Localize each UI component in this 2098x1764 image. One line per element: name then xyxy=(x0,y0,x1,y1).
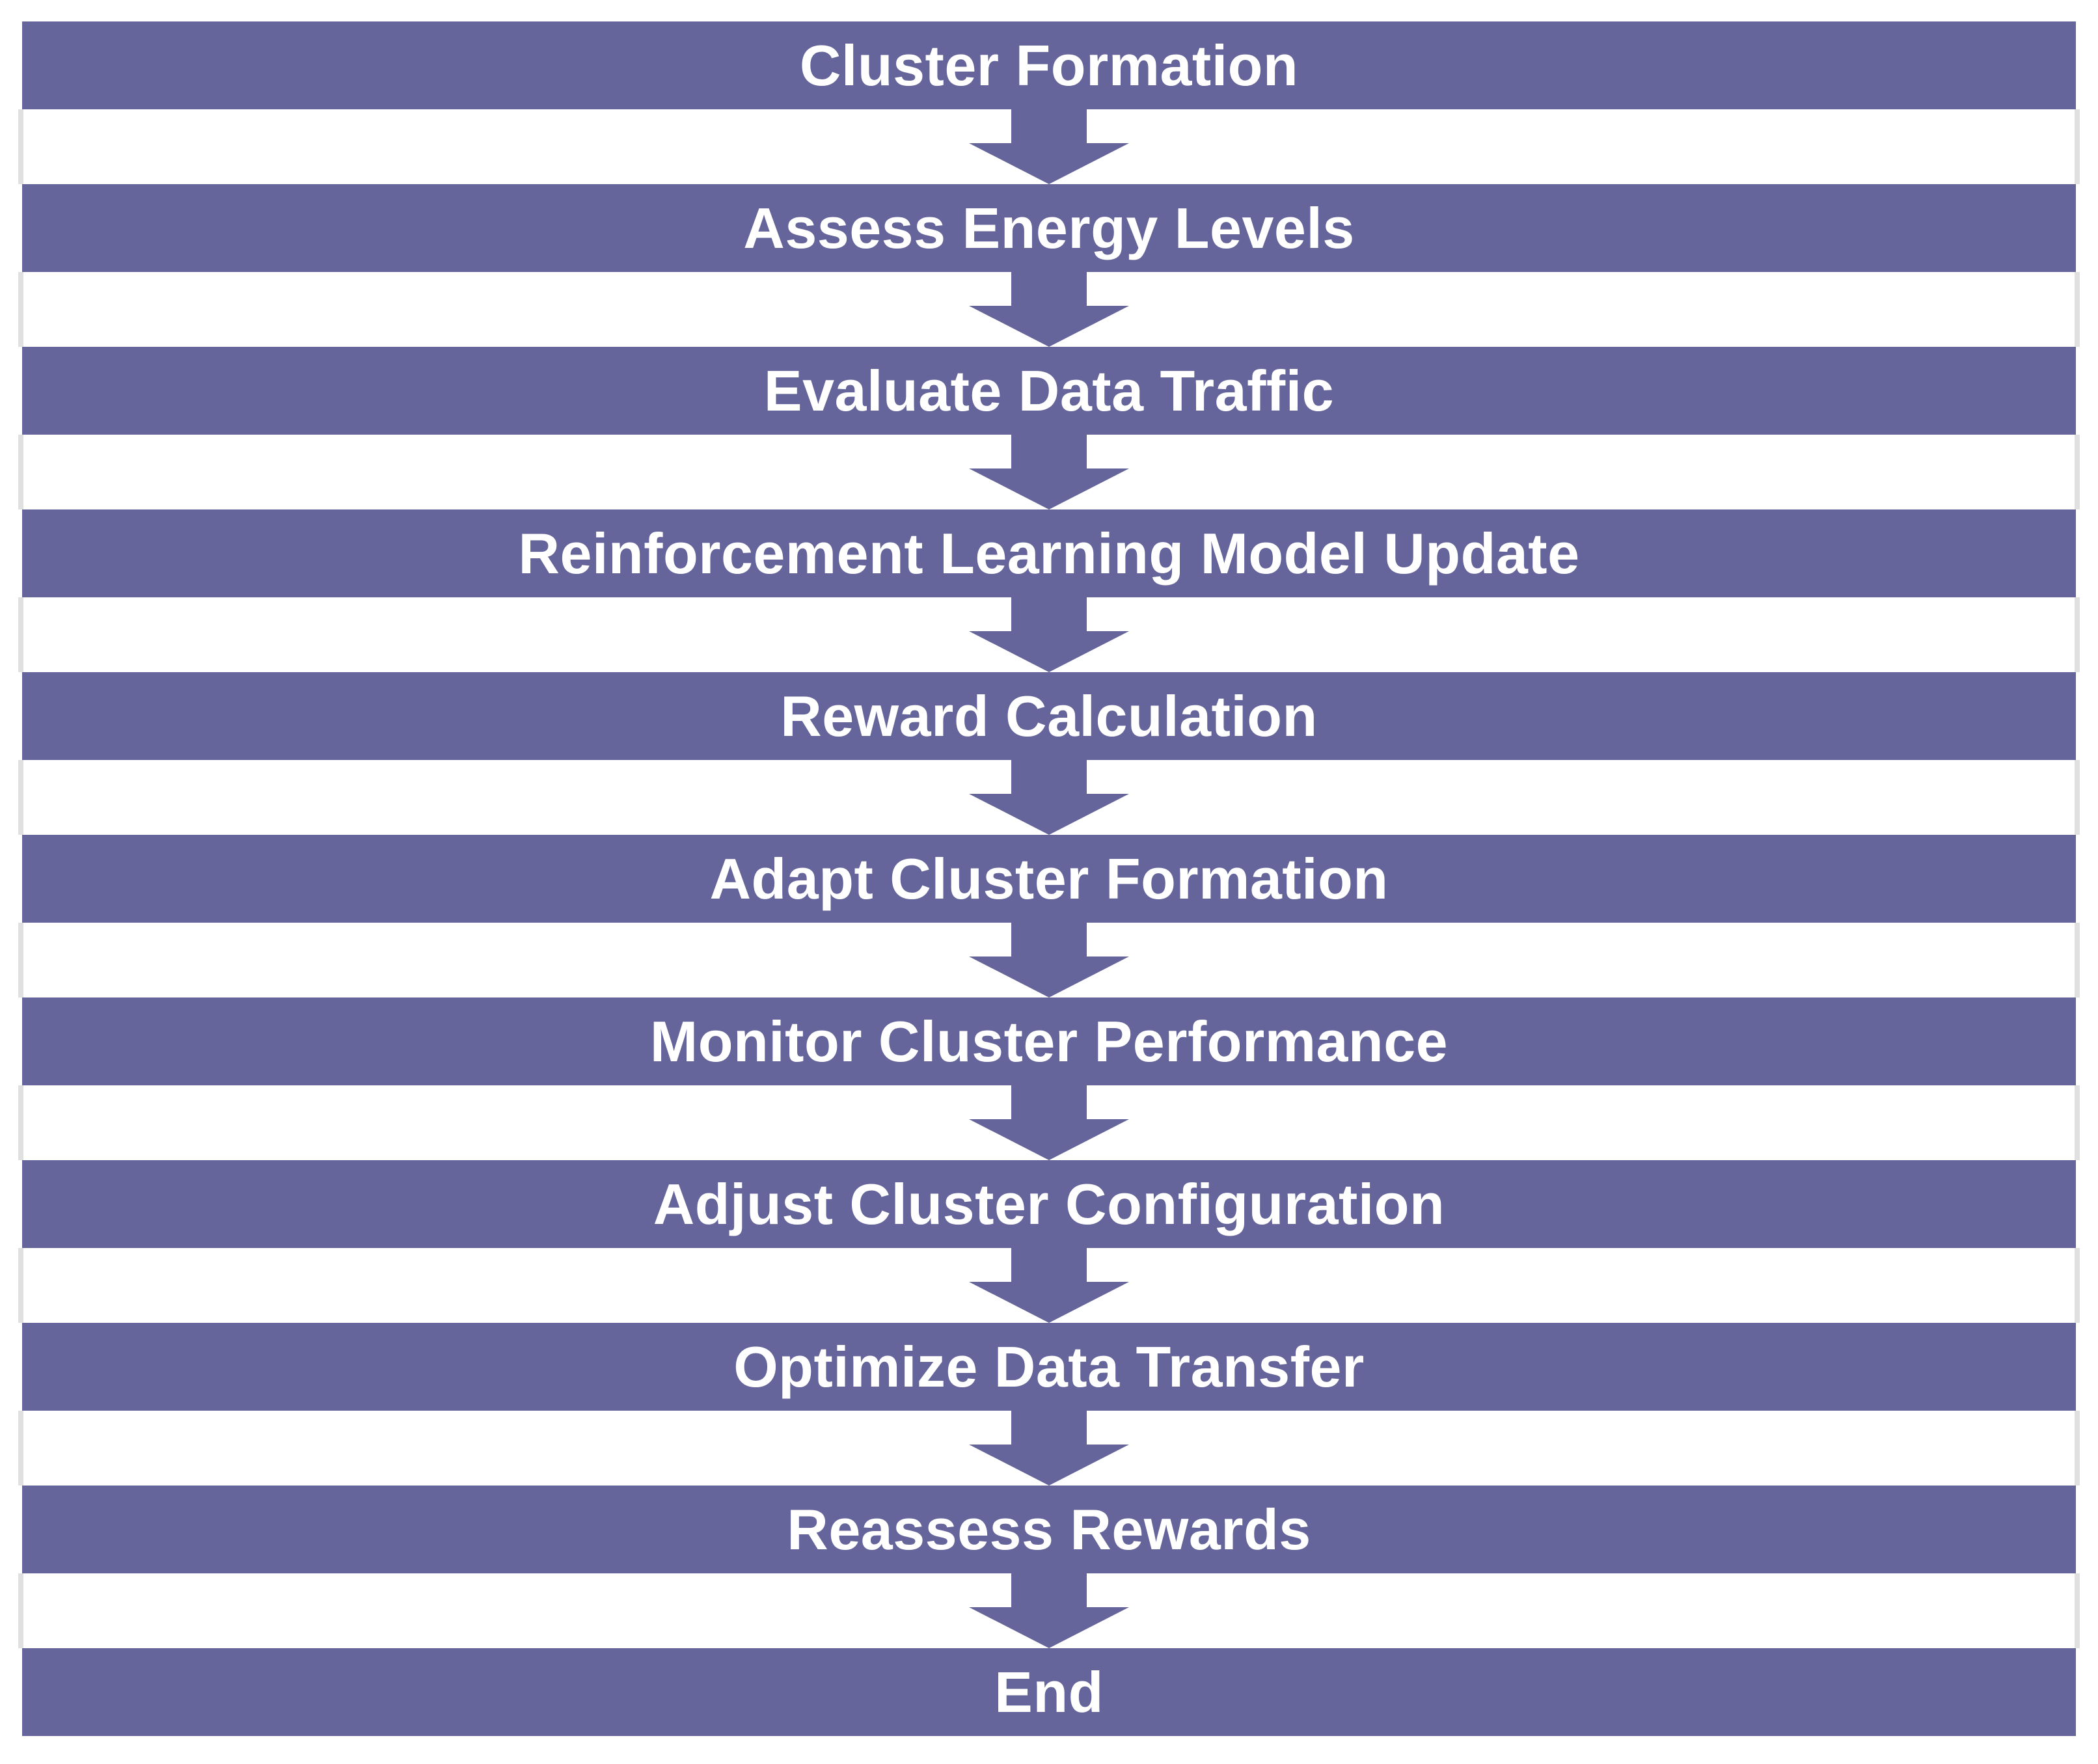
arrow-head xyxy=(969,1282,1129,1323)
panel-border-right xyxy=(2075,760,2080,835)
arrow-stem xyxy=(1011,1573,1087,1607)
arrow-stem xyxy=(1011,272,1087,306)
panel-border-right xyxy=(2075,923,2080,997)
flow-connector-row xyxy=(0,1411,2098,1486)
down-arrow-icon xyxy=(969,1411,1129,1486)
arrow-stem xyxy=(1011,597,1087,631)
down-arrow-icon xyxy=(969,597,1129,672)
arrow-head xyxy=(969,306,1129,347)
flow-node-label: Cluster Formation xyxy=(799,33,1299,98)
flow-node-label: Reassess Rewards xyxy=(787,1497,1311,1562)
panel-border-right xyxy=(2075,1573,2080,1648)
flow-node: Reassess Rewards xyxy=(22,1486,2076,1573)
arrow-stem xyxy=(1011,1248,1087,1282)
flow-node-label: Reward Calculation xyxy=(780,683,1318,748)
panel-border-right xyxy=(2075,1085,2080,1160)
flow-connector-row xyxy=(0,109,2098,184)
arrow-head xyxy=(969,957,1129,997)
flow-node-label: Monitor Cluster Performance xyxy=(649,1009,1449,1074)
arrow-head xyxy=(969,1119,1129,1160)
flow-node: Adapt Cluster Formation xyxy=(22,835,2076,923)
panel-border-left xyxy=(18,923,23,997)
flow-node-label: Adjust Cluster Configuration xyxy=(653,1171,1445,1236)
flow-connector-row xyxy=(0,597,2098,672)
panel-border-right xyxy=(2075,435,2080,509)
flow-node: Evaluate Data Traffic xyxy=(22,347,2076,435)
arrow-stem xyxy=(1011,1085,1087,1119)
flow-connector-row xyxy=(0,923,2098,997)
panel-border-right xyxy=(2075,1411,2080,1486)
flow-node: Reward Calculation xyxy=(22,672,2076,760)
arrow-head xyxy=(969,1445,1129,1486)
panel-border-right xyxy=(2075,1248,2080,1323)
flow-node-label: Assess Energy Levels xyxy=(743,195,1355,260)
arrow-stem xyxy=(1011,1411,1087,1445)
flow-node: End xyxy=(22,1648,2076,1736)
flow-node: Optimize Data Transfer xyxy=(22,1323,2076,1411)
arrow-head xyxy=(969,143,1129,184)
panel-border-left xyxy=(18,1411,23,1486)
arrow-head xyxy=(969,794,1129,835)
down-arrow-icon xyxy=(969,1573,1129,1648)
down-arrow-icon xyxy=(969,272,1129,347)
flow-node-label: End xyxy=(994,1659,1104,1724)
flow-node: Reinforcement Learning Model Update xyxy=(22,509,2076,597)
panel-border-left xyxy=(18,109,23,184)
panel-border-right xyxy=(2075,109,2080,184)
flow-node: Monitor Cluster Performance xyxy=(22,997,2076,1085)
flow-connector-row xyxy=(0,272,2098,347)
arrow-head xyxy=(969,468,1129,509)
flow-node-label: Optimize Data Transfer xyxy=(733,1334,1365,1399)
arrow-stem xyxy=(1011,923,1087,957)
arrow-stem xyxy=(1011,109,1087,143)
flow-connector-row xyxy=(0,1085,2098,1160)
arrow-head xyxy=(969,1607,1129,1648)
panel-border-left xyxy=(18,1248,23,1323)
flow-node: Cluster Formation xyxy=(22,21,2076,109)
arrow-head xyxy=(969,631,1129,672)
down-arrow-icon xyxy=(969,109,1129,184)
flow-node: Adjust Cluster Configuration xyxy=(22,1160,2076,1248)
flow-node-label: Reinforcement Learning Model Update xyxy=(518,521,1580,586)
flow-connector-row xyxy=(0,1573,2098,1648)
panel-border-right xyxy=(2075,272,2080,347)
panel-border-left xyxy=(18,1085,23,1160)
down-arrow-icon xyxy=(969,760,1129,835)
down-arrow-icon xyxy=(969,435,1129,509)
panel-border-right xyxy=(2075,597,2080,672)
down-arrow-icon xyxy=(969,1248,1129,1323)
arrow-stem xyxy=(1011,435,1087,468)
down-arrow-icon xyxy=(969,1085,1129,1160)
flow-node: Assess Energy Levels xyxy=(22,184,2076,272)
flow-connector-row xyxy=(0,435,2098,509)
arrow-stem xyxy=(1011,760,1087,794)
flow-node-label: Evaluate Data Traffic xyxy=(763,358,1335,423)
flow-node-label: Adapt Cluster Formation xyxy=(709,846,1389,911)
panel-border-left xyxy=(18,760,23,835)
flow-connector-row xyxy=(0,1248,2098,1323)
panel-border-left xyxy=(18,1573,23,1648)
flow-connector-row xyxy=(0,760,2098,835)
panel-border-left xyxy=(18,435,23,509)
panel-border-left xyxy=(18,597,23,672)
down-arrow-icon xyxy=(969,923,1129,997)
panel-border-left xyxy=(18,272,23,347)
